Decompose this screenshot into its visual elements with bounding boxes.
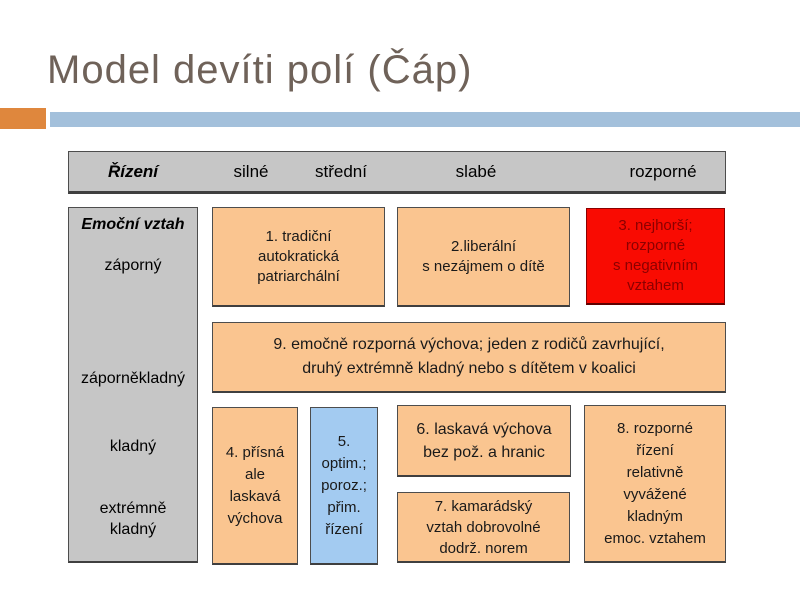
accent-bar-orange-square xyxy=(0,108,46,129)
matrix-cell-9-emocne-rozporna: 9. emočně rozporná výchova; jeden z rodi… xyxy=(212,322,726,393)
matrix-cell-8-rozporne-rizeni: 8. rozporné řízení relativně vyvážené kl… xyxy=(584,405,726,563)
matrix-cell-5-optimalni: 5. optim.; poroz.; přim. řízení xyxy=(310,407,378,565)
column-header-rozporne: rozporné xyxy=(629,161,697,181)
row-label-extremne-kladny: extrémně kladný xyxy=(99,500,167,538)
matrix-cell-1-tradicni: 1. tradiční autokratická patriarchální xyxy=(212,207,385,307)
left-column-header: Emoční vztah xyxy=(81,216,185,233)
header-row-rizeni: Řízení silné střední slabé rozporné xyxy=(68,151,726,194)
left-column-emocni-vztah: Emoční vztah záporný záporněkladný kladn… xyxy=(68,207,198,563)
row-label-kladny: kladný xyxy=(109,438,157,455)
row-label-zapornekladny: záporněkladný xyxy=(80,370,186,387)
matrix-cell-4-prisna-laskava: 4. přísná ale laskavá výchova xyxy=(212,407,298,565)
column-header-slabe: slabé xyxy=(455,161,497,181)
header-row-label: Řízení xyxy=(107,161,159,181)
matrix-cell-2-liberalni: 2.liberální s nezájmem o dítě xyxy=(397,207,570,307)
accent-bar-blue-band xyxy=(50,112,800,127)
matrix-cell-7-kamaradsky: 7. kamarádský vztah dobrovolné dodrž. no… xyxy=(397,492,570,563)
matrix-cell-6-laskava: 6. laskavá výchova bez pož. a hranic xyxy=(397,405,571,477)
matrix-cell-3-nejhorsi: 3. nejhorší; rozporné s negativním vztah… xyxy=(586,208,725,305)
column-header-silne: silné xyxy=(233,161,269,181)
column-header-stredni: střední xyxy=(315,161,367,181)
row-label-zaporny: záporný xyxy=(104,257,162,274)
slide-title: Model devíti polí (Čáp) xyxy=(47,48,473,92)
